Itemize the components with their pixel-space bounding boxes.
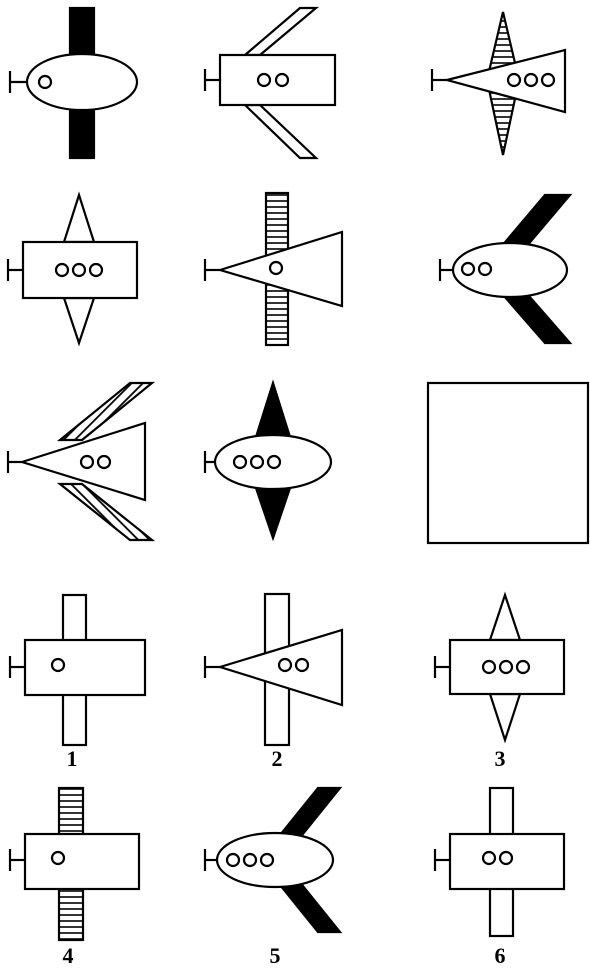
option-3-label: 3 bbox=[495, 746, 506, 771]
plane-r3c1 bbox=[6, 381, 156, 542]
plane-r3c2 bbox=[203, 379, 333, 542]
plane-r1c1 bbox=[8, 6, 139, 160]
option-3-figure[interactable] bbox=[433, 591, 566, 744]
plane-r2c3 bbox=[438, 193, 573, 345]
plane-r2c1 bbox=[6, 191, 139, 347]
option-6-figure[interactable] bbox=[433, 786, 566, 938]
plane-r2c2 bbox=[203, 191, 344, 347]
missing-answer-box bbox=[426, 381, 590, 545]
option-4-figure[interactable] bbox=[8, 786, 141, 942]
option-5-figure[interactable] bbox=[203, 786, 343, 934]
option-1-figure[interactable] bbox=[8, 593, 147, 747]
plane-r1c2 bbox=[203, 6, 337, 160]
option-5-label: 5 bbox=[270, 943, 281, 968]
option-4-label: 4 bbox=[63, 943, 74, 968]
option-6-label: 6 bbox=[495, 943, 506, 968]
option-2-label: 2 bbox=[272, 746, 283, 771]
option-1-label: 1 bbox=[67, 746, 78, 771]
option-2-figure[interactable] bbox=[203, 592, 344, 747]
plane-r1c3 bbox=[430, 11, 567, 156]
